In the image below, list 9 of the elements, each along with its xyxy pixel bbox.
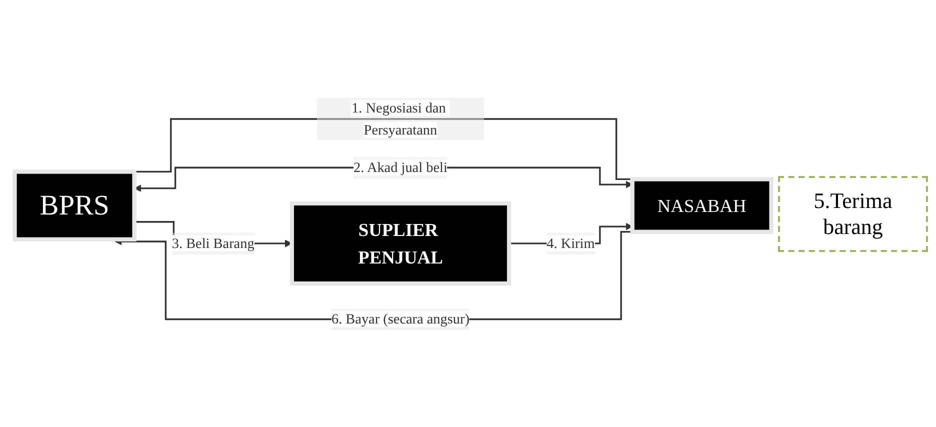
edge-label: 1. Negosiasi dan Persyaratann xyxy=(352,100,446,138)
edge-label: 3. Beli Barang xyxy=(172,235,254,251)
step-note: 5.Terima barang xyxy=(778,176,928,252)
node-box: NASABAH xyxy=(630,176,774,234)
node-box: SUPLIER PENJUAL xyxy=(290,200,512,286)
node-box: BPRS xyxy=(12,169,136,242)
edge-label: 6. Bayar (secara angsur) xyxy=(331,310,470,327)
edge-label: 4. Kirim xyxy=(546,235,595,251)
edge-label: 2. Akad jual beli xyxy=(354,159,448,176)
